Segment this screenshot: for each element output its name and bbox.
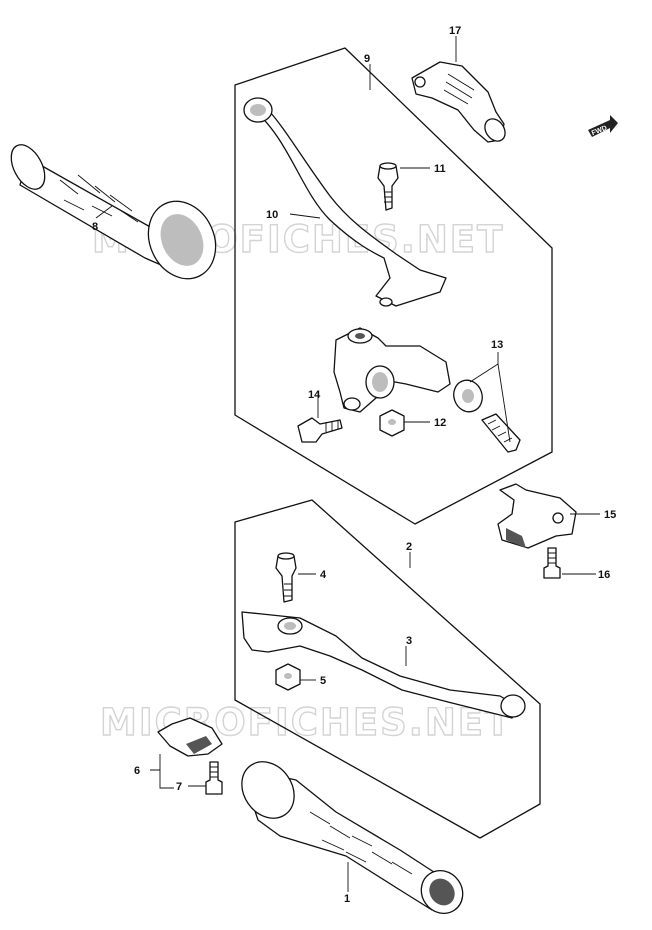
- lower-assembly-frame: [234, 499, 541, 839]
- callout-3: 3: [406, 635, 412, 647]
- fwd-label: FWD: [591, 125, 608, 137]
- callout-14: 14: [308, 389, 321, 401]
- nut-part-5: [275, 663, 301, 691]
- brake-lever-part-3: [241, 611, 526, 719]
- callout-17: 17: [449, 25, 461, 37]
- clutch-lever-part-10: [243, 97, 447, 307]
- fwd-arrow-icon: FWD: [588, 115, 618, 137]
- lever-holder: [333, 327, 451, 413]
- bolt-part-14: [297, 417, 343, 443]
- pivot-bolt-part-4: [275, 552, 297, 603]
- callout-11: 11: [434, 163, 446, 175]
- callout-8: 8: [92, 221, 98, 233]
- callout-2: 2: [406, 541, 412, 553]
- callout-6: 6: [134, 765, 140, 777]
- callout-4: 4: [320, 569, 327, 581]
- nut-part-12: [379, 409, 405, 437]
- throttle-grip-part-1: [241, 761, 464, 915]
- callout-7: 7: [176, 781, 182, 793]
- adjuster-part-13: [453, 379, 521, 453]
- leader-lines: [95, 36, 600, 892]
- callout-13: 13: [491, 339, 503, 351]
- callout-5: 5: [320, 675, 326, 687]
- pivot-bolt-part-11: [377, 162, 399, 211]
- callout-numbers: 9 17 11 10 8 13 14 12 15 16 2 4 3 5 6 7 …: [92, 25, 616, 905]
- watermark-bottom: MICROFICHES.NET: [100, 701, 512, 744]
- brake-switch-part-6: [157, 717, 223, 757]
- switch-part-17: [411, 61, 506, 143]
- callout-1: 1: [344, 893, 350, 905]
- screw-part-7: [205, 761, 223, 795]
- callout-10: 10: [266, 209, 278, 221]
- screw-part-16: [543, 547, 561, 579]
- switch-part-15: [497, 483, 577, 549]
- upper-assembly-frame: [234, 47, 553, 525]
- callout-15: 15: [604, 509, 616, 521]
- left-grip-part: [10, 144, 217, 280]
- callout-12: 12: [434, 417, 446, 429]
- callout-9: 9: [364, 53, 370, 65]
- callout-16: 16: [598, 569, 610, 581]
